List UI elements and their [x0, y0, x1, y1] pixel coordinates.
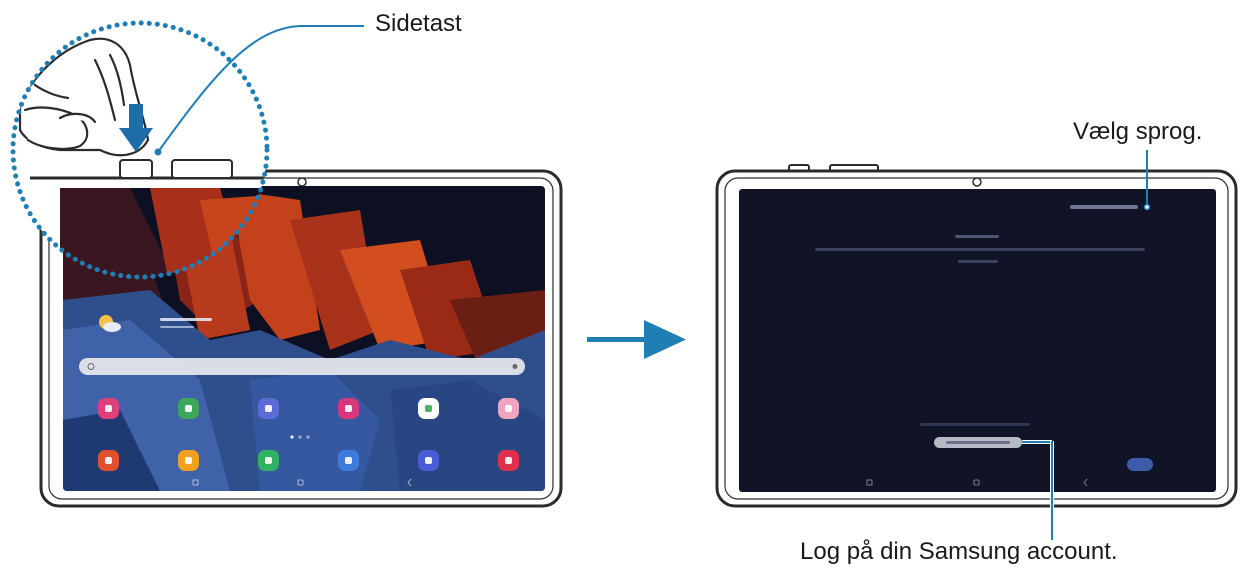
welcome-title	[955, 235, 999, 238]
side-key-callout	[154, 25, 364, 156]
right-arrow-icon	[587, 320, 686, 359]
app-play-glyph	[425, 405, 432, 412]
home-app-grid	[98, 398, 519, 471]
sign-in-hint	[920, 423, 1030, 426]
nav-back-icon[interactable]	[407, 478, 412, 487]
right-camera-icon	[972, 177, 982, 187]
sign-in-label: Log på din Samsung account.	[800, 538, 1118, 565]
app-photos-glyph	[505, 405, 512, 412]
home-search-bar[interactable]	[79, 358, 525, 375]
app-camera-glyph	[505, 457, 512, 464]
app-email-glyph	[185, 457, 192, 464]
app-folder-glyph	[265, 405, 272, 412]
app-store-glyph	[345, 405, 352, 412]
search-icon	[87, 363, 95, 370]
app-settings-glyph	[105, 405, 112, 412]
left-camera-icon	[297, 177, 307, 187]
page-indicator-dot	[290, 435, 294, 439]
page-indicator-dot	[298, 435, 302, 439]
nav-home-icon[interactable]	[973, 479, 980, 486]
mic-icon	[512, 364, 518, 369]
welcome-text-line	[958, 260, 998, 263]
nav-home-icon[interactable]	[297, 479, 304, 486]
finger-illustration	[18, 37, 150, 157]
app-phone-glyph	[265, 457, 272, 464]
app-messages-glyph	[345, 457, 352, 464]
sign-in-callout	[1022, 440, 1054, 540]
app-notes-glyph	[185, 405, 192, 412]
next-button[interactable]	[1127, 458, 1153, 471]
nav-recents-icon[interactable]	[866, 479, 873, 486]
page-indicator-dot	[306, 435, 310, 439]
side-key-label: Sidetast	[375, 10, 462, 37]
down-arrow-icon	[119, 104, 153, 152]
nav-back-icon[interactable]	[1083, 478, 1088, 487]
magnifier	[10, 20, 270, 280]
welcome-text-line	[815, 248, 1145, 251]
language-selector[interactable]	[1070, 205, 1138, 209]
select-language-label: Vælg sprog.	[1073, 118, 1203, 145]
language-callout	[1143, 150, 1151, 211]
right-tablet	[715, 164, 1238, 508]
weather-text	[160, 318, 212, 321]
dotted-circle	[10, 20, 270, 280]
app-internet-glyph	[425, 457, 432, 464]
right-setup-screen	[739, 189, 1216, 492]
app-calendar-glyph	[105, 457, 112, 464]
nav-recents-icon[interactable]	[192, 479, 199, 486]
